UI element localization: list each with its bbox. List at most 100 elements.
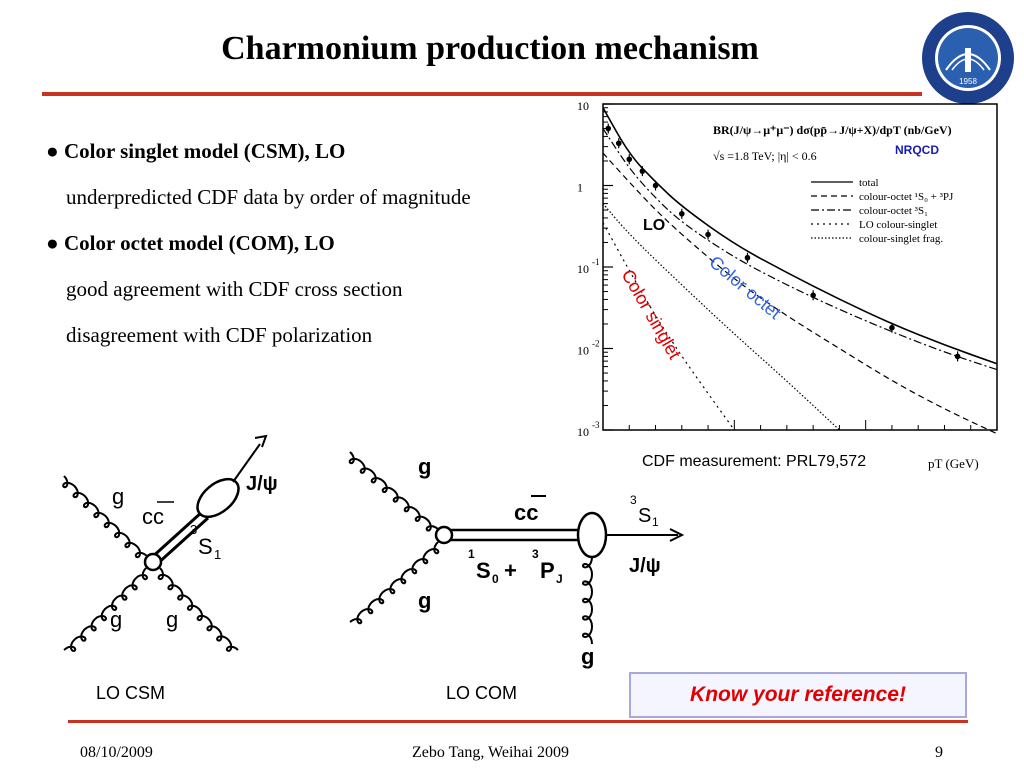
com-feynman-diagram: g g g cc 1 S 0 + 3 P J 3 S 1 J/ψ	[348, 451, 685, 669]
x-tick-label: 10	[726, 435, 738, 436]
y-tick-label: 10	[577, 99, 589, 113]
y-tick-label: 10	[577, 344, 589, 358]
ccbar-line	[154, 516, 210, 567]
gluon-line	[62, 475, 148, 559]
data-point	[639, 168, 646, 174]
vertex	[434, 525, 454, 545]
legend-label: LO colour-singlet	[859, 219, 937, 231]
bottom-divider	[68, 720, 968, 723]
ccbar-label: cc	[142, 504, 164, 529]
bullet-text: Color singlet model (CSM), LO	[63, 139, 346, 163]
gluon-label: g	[166, 607, 178, 632]
bullet-text: Color octet model (COM), LO	[63, 231, 335, 255]
series-curve	[602, 107, 998, 365]
legend-label: colour-octet ¹S₀ + ³PJ	[859, 191, 954, 203]
bound-state-blob	[576, 511, 608, 559]
data-point	[679, 210, 685, 217]
y-tick-label: 1	[577, 181, 583, 195]
data-point	[810, 292, 816, 299]
com-caption: LO COM	[446, 683, 518, 703]
gluon-line	[157, 567, 239, 652]
bullet-detail: underpredicted CDF data by order of magn…	[66, 185, 471, 209]
arrow-icon	[669, 528, 685, 542]
bullet-csm: ● Color singlet model (CSM), LO	[46, 139, 345, 164]
footer-date: 08/10/2009	[80, 744, 153, 761]
state-superscript: 3	[190, 522, 197, 537]
lo-label: LO	[643, 217, 665, 234]
data-point	[626, 156, 633, 163]
plot-legend: total colour-octet ¹S₀ + ³PJ colour-octet …	[811, 177, 954, 245]
pj-subscript: J	[556, 572, 563, 586]
s1-label: S	[638, 505, 651, 527]
svg-text:1958: 1958	[959, 77, 977, 86]
bullet-marker: ●	[46, 139, 59, 163]
footer-page-number: 9	[935, 744, 943, 761]
s1-subscript: 1	[652, 515, 659, 529]
data-point	[615, 140, 622, 147]
gluon-label: g	[418, 588, 431, 613]
x-axis-ticks: 10 15 20	[628, 420, 1001, 436]
reference-callout: Know your reference!	[629, 672, 967, 718]
vertex	[143, 552, 163, 572]
university-seal-icon: 1958	[922, 12, 1014, 104]
series-curve	[602, 203, 840, 431]
gluon-line	[348, 451, 439, 532]
data-point	[605, 125, 612, 132]
state-subscript: 1	[214, 547, 221, 562]
gluon-label: g	[110, 607, 122, 632]
data-point	[652, 182, 659, 189]
ccbar-line	[148, 510, 204, 561]
bullet-com: ● Color octet model (COM), LO	[46, 231, 335, 256]
slide-title: Charmonium production mechanism	[221, 30, 759, 67]
gluon-line	[63, 567, 149, 653]
plus-sign: +	[504, 558, 517, 583]
csm-caption: LO CSM	[96, 683, 166, 703]
jpsi-line	[232, 443, 261, 483]
x-tick-label: 15	[858, 435, 870, 436]
bullet-detail: good agreement with CDF cross section	[66, 277, 403, 301]
jpsi-label: J/ψ	[246, 473, 278, 495]
y-tick-exponent: -3	[592, 420, 600, 430]
plot-header-line: BR(J/ψ→μ⁺μ⁻) dσ(pp̄→J/ψ+X)/dpT (nb/GeV)	[713, 123, 952, 137]
arrow-icon	[254, 434, 268, 448]
state-label: S	[198, 534, 213, 559]
nrqcd-label: NRQCD	[895, 143, 939, 157]
y-tick-label: 10	[577, 262, 589, 276]
y-tick-exponent: -2	[592, 339, 600, 349]
color-singlet-label: Color singlet	[618, 266, 685, 363]
bullet-marker: ●	[46, 231, 59, 255]
data-point	[889, 324, 895, 331]
svg-text:pT (GeV): pT (GeV)	[928, 456, 979, 471]
legend-label: total	[859, 177, 879, 189]
s1-superscript: 3	[630, 493, 637, 507]
data-point	[954, 353, 961, 360]
gluon-line	[349, 541, 440, 625]
s0-superscript: 1	[468, 547, 475, 561]
data-point	[705, 231, 711, 238]
s0-label: S	[476, 558, 491, 583]
y-tick-label: 10	[577, 425, 589, 436]
pj-superscript: 3	[532, 547, 539, 561]
gluon-label: g	[581, 644, 594, 669]
legend-label: colour-singlet frag.	[859, 233, 943, 245]
gluon-line	[581, 556, 594, 645]
s0-subscript: 0	[492, 572, 499, 586]
top-divider	[42, 92, 922, 96]
x-axis-label: pT (GeV)	[928, 456, 979, 471]
pj-label: P	[540, 558, 555, 583]
legend-label: colour-octet ³S₁	[859, 205, 928, 217]
x-tick-label: 20	[989, 435, 1001, 436]
y-tick-exponent: -1	[592, 257, 600, 267]
footer-author: Zebo Tang, Weihai 2009	[412, 744, 569, 761]
ccbar-label: cc	[514, 500, 538, 525]
data-point	[744, 254, 751, 261]
gluon-label: g	[418, 454, 431, 479]
csm-feynman-diagram: g g g cc 3 S 1 J/ψ	[62, 434, 278, 653]
plot-header-line: √s =1.8 TeV; |η| < 0.6	[713, 149, 817, 163]
bound-state-blob	[196, 477, 240, 519]
data-points	[605, 123, 961, 362]
series-curve	[602, 222, 735, 431]
plot-curves	[602, 107, 998, 435]
